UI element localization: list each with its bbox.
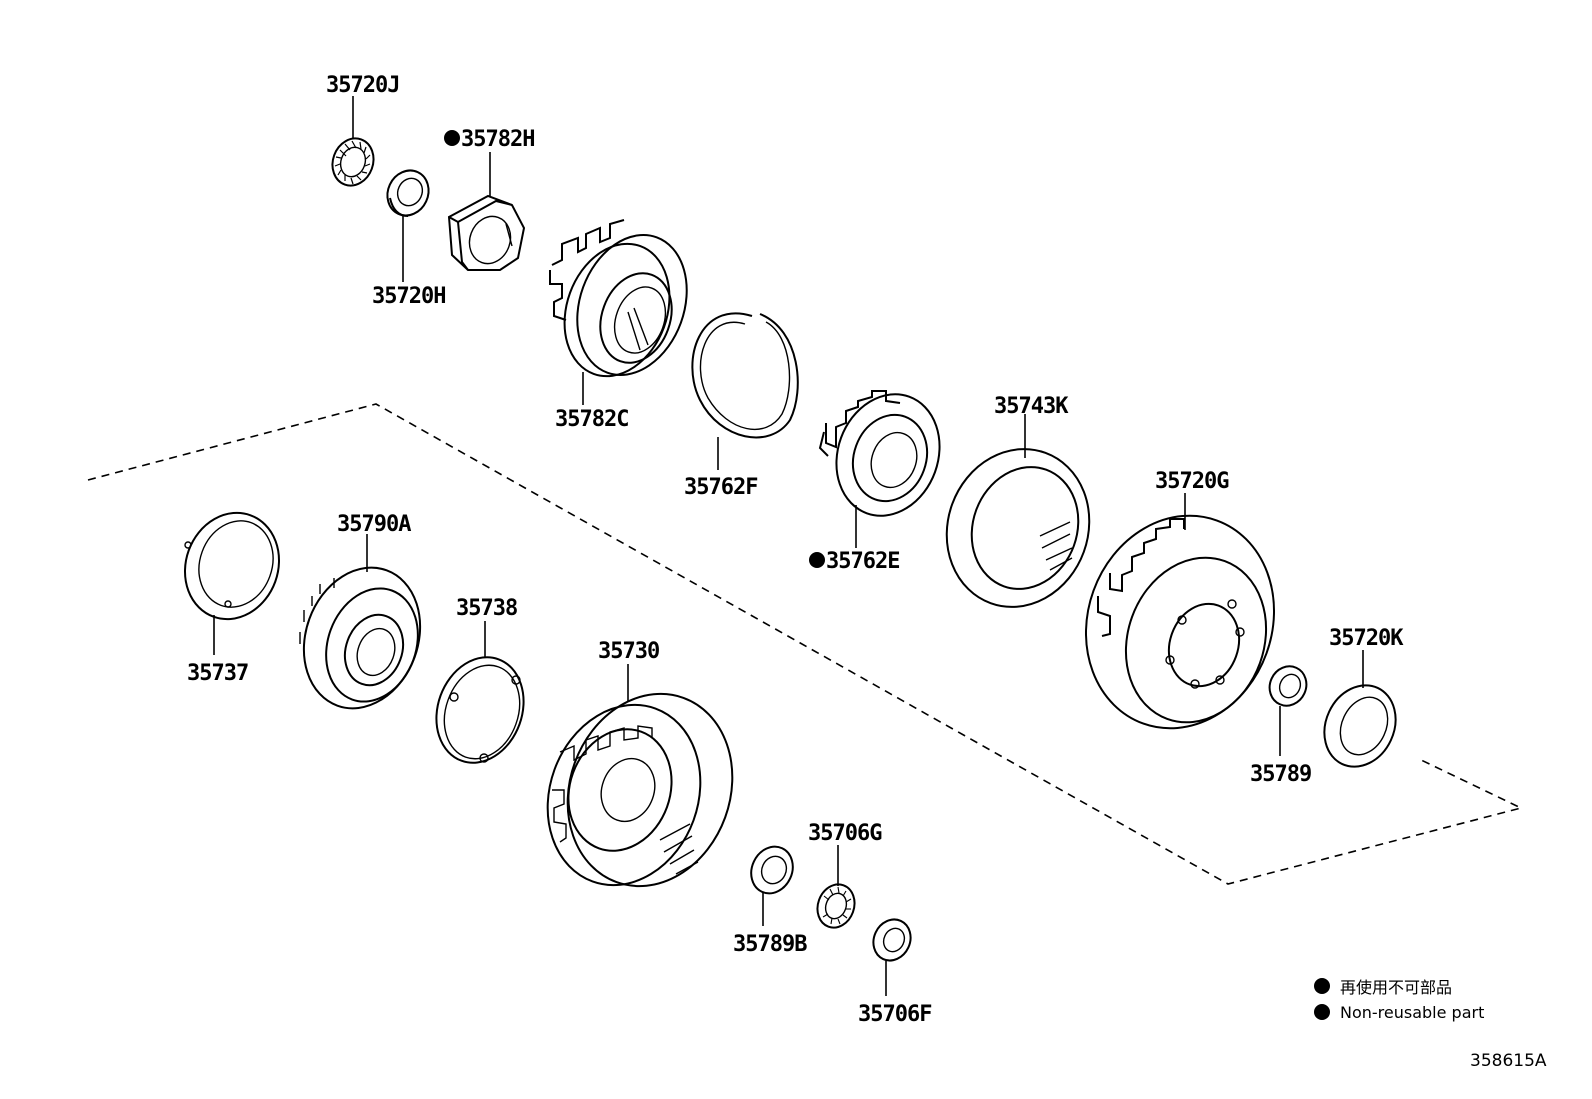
part-35762E-drawing	[818, 390, 941, 517]
reference-code: 358615A	[1470, 1051, 1547, 1071]
legend-japanese-text: 再使用不可部品	[1340, 978, 1452, 997]
non-reusable-marker-35782H	[444, 130, 460, 146]
part-35738-drawing	[435, 656, 525, 764]
label-35789[interactable]: 35789	[1250, 762, 1312, 787]
label-35706F[interactable]: 35706F	[858, 1002, 932, 1027]
part-35706G-drawing	[816, 883, 856, 929]
part-35782H-drawing	[447, 194, 526, 271]
label-35782C[interactable]: 35782C	[555, 407, 629, 432]
part-35789-drawing	[1268, 665, 1308, 707]
label-35738[interactable]: 35738	[456, 596, 518, 621]
label-35762F[interactable]: 35762F	[684, 475, 758, 500]
part-35706F-drawing	[872, 918, 912, 962]
label-35789B[interactable]: 35789B	[733, 932, 808, 957]
part-35737-drawing	[183, 511, 281, 621]
label-35790A[interactable]: 35790A	[337, 512, 412, 537]
part-35790A-drawing	[299, 566, 422, 710]
part-35730-drawing	[546, 692, 734, 888]
part-35720H-drawing	[386, 169, 430, 217]
label-35762E[interactable]: 35762E	[826, 549, 900, 574]
part-35782C-drawing	[549, 219, 688, 378]
part-35743K-drawing	[945, 448, 1091, 608]
label-35720K[interactable]: 35720K	[1329, 626, 1405, 651]
label-35706G[interactable]: 35706G	[808, 821, 883, 846]
label-35743K[interactable]: 35743K	[994, 394, 1070, 419]
label-35782H[interactable]: 35782H	[461, 127, 535, 152]
part-35720K-drawing	[1323, 684, 1397, 768]
legend-english-text: Non-reusable part	[1340, 1003, 1484, 1022]
label-35720J[interactable]: 35720J	[326, 73, 400, 98]
label-35737[interactable]: 35737	[187, 661, 249, 686]
legend-marker-en	[1314, 1004, 1330, 1020]
label-35730[interactable]: 35730	[598, 639, 660, 664]
label-35720H[interactable]: 35720H	[372, 284, 446, 309]
legend-marker-jp	[1314, 978, 1330, 994]
part-35789B-drawing	[750, 845, 794, 895]
part-35720G-drawing	[1084, 514, 1276, 730]
assembly-boundary	[87, 403, 1524, 885]
part-35720J-drawing	[331, 137, 375, 187]
label-35720G[interactable]: 35720G	[1155, 469, 1230, 494]
non-reusable-marker-35762E	[809, 552, 825, 568]
part-35762F-drawing	[691, 312, 799, 439]
